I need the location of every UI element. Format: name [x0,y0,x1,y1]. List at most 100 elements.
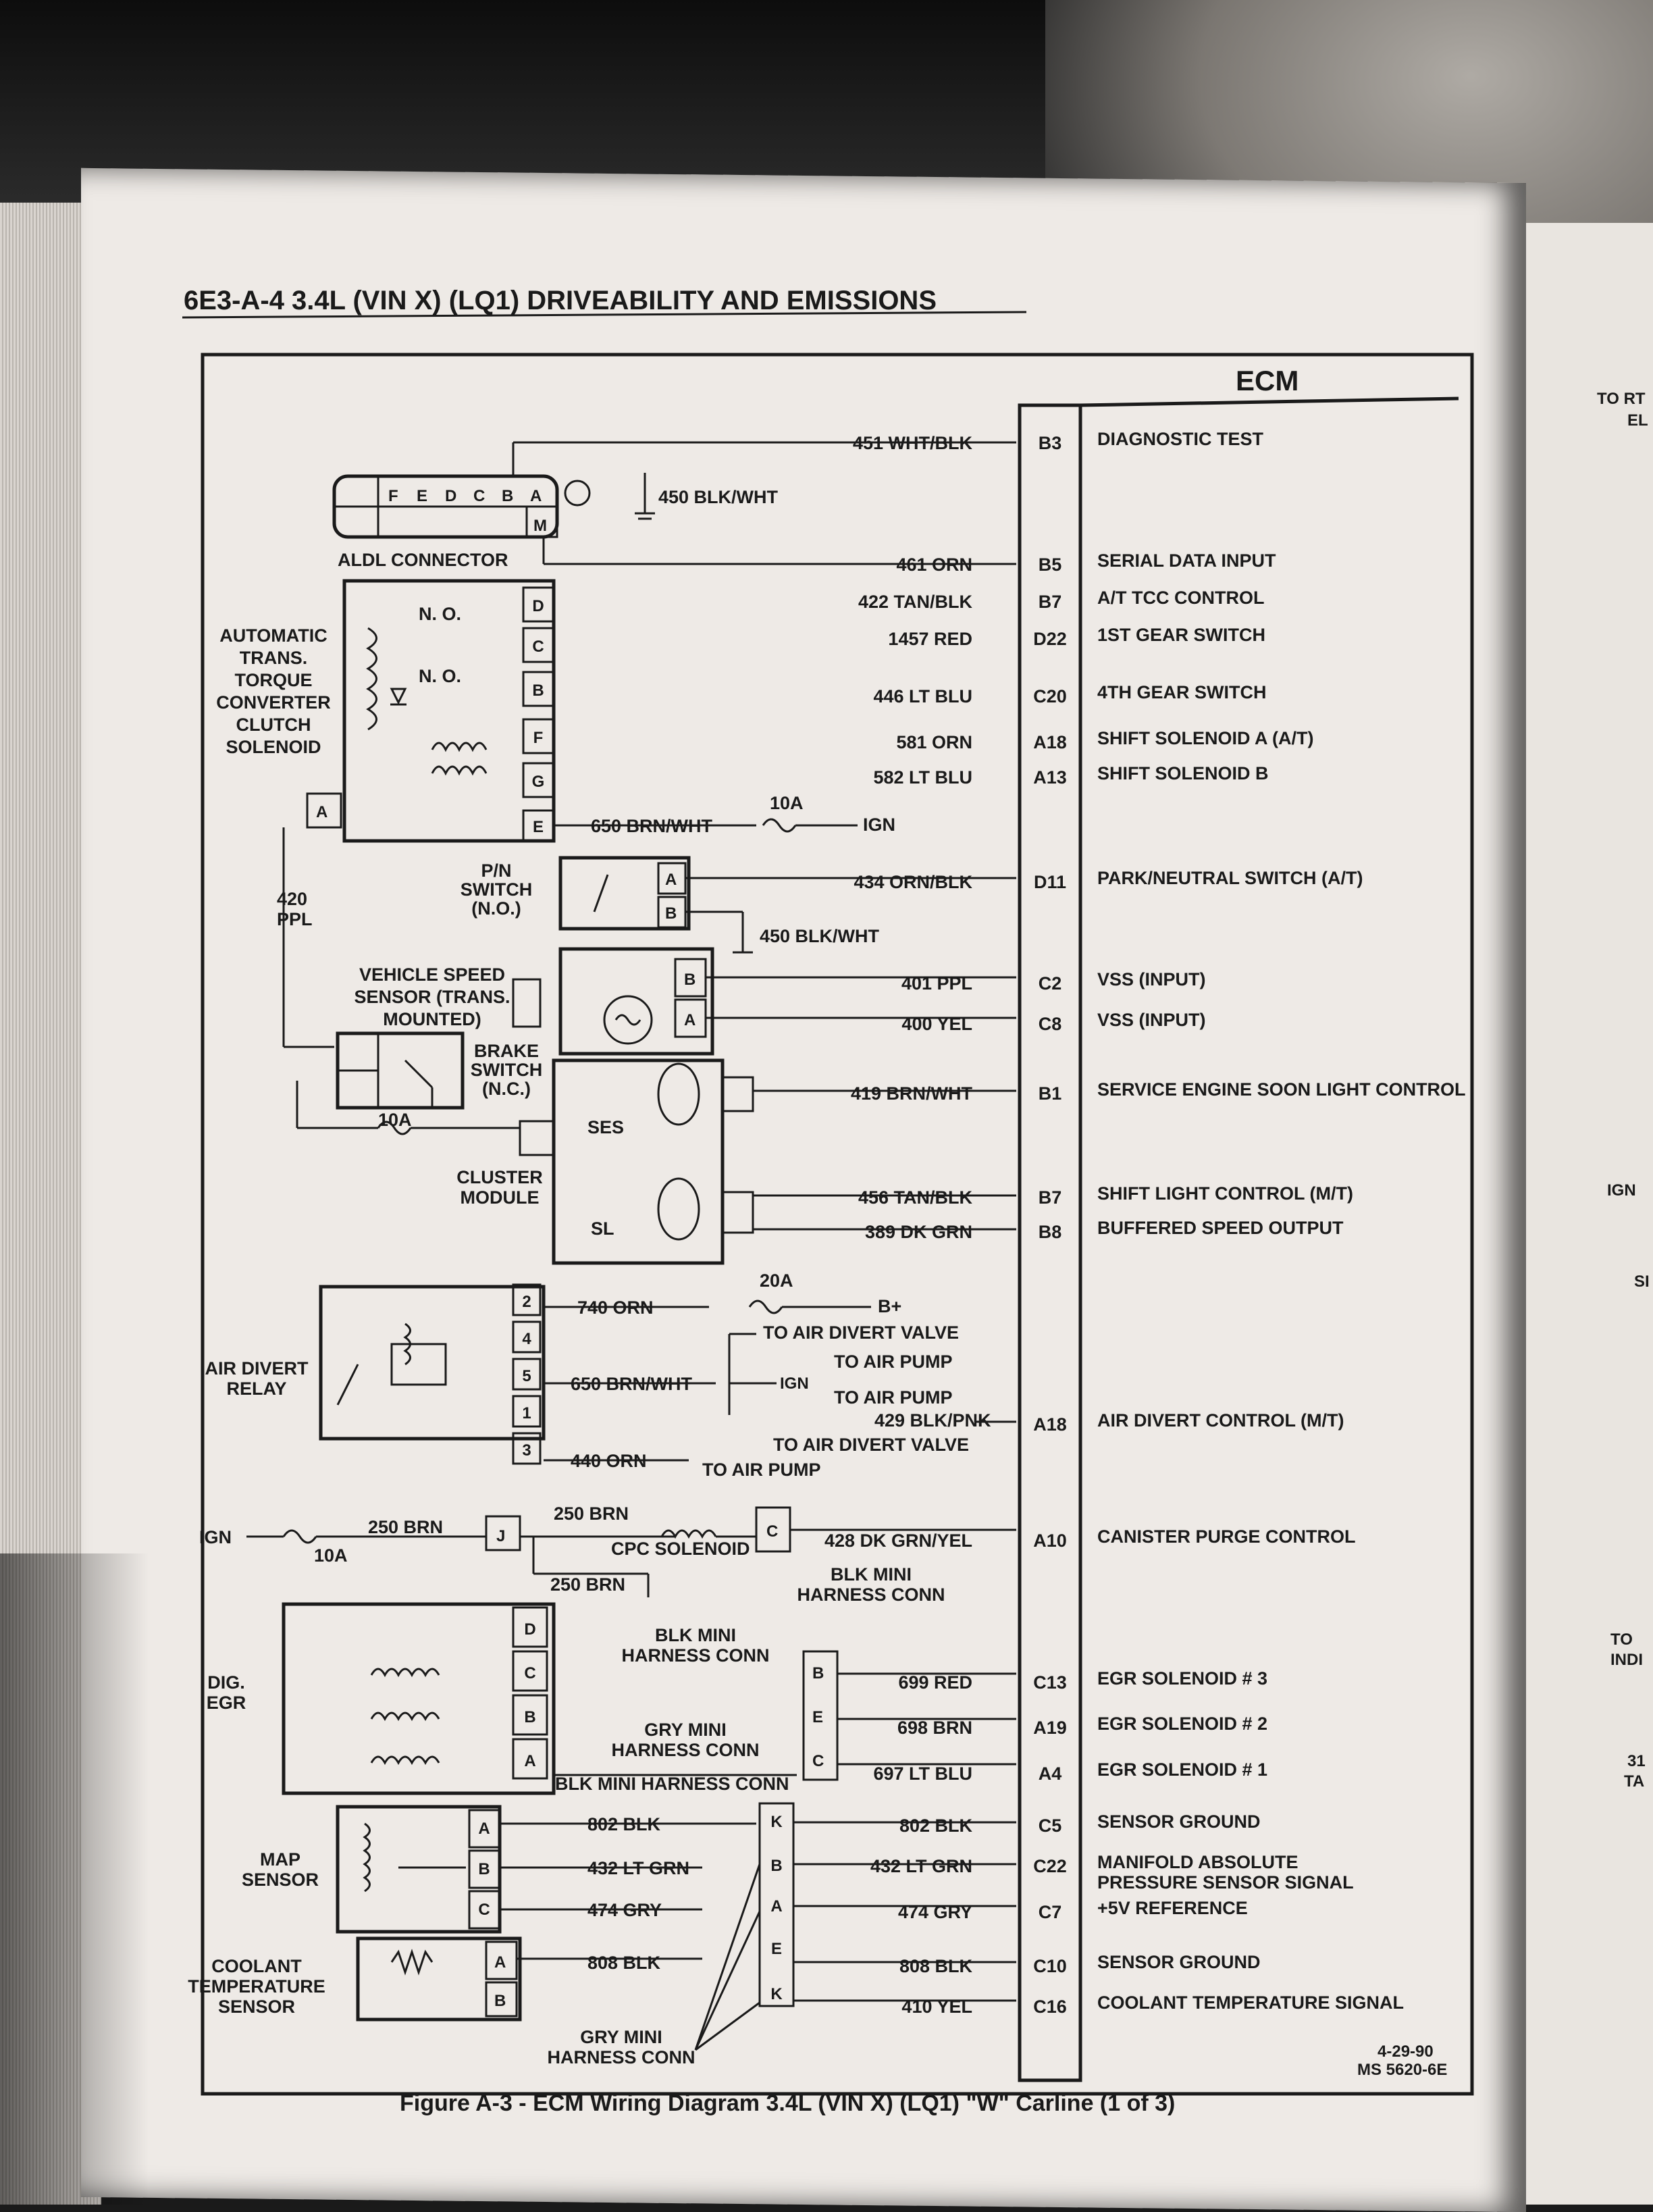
relay-pin-4: 3 [522,1441,531,1460]
relay-pin-2: 5 [522,1367,531,1385]
vss-pin-b: B [684,971,696,989]
coolant-label-0: COOLANT [211,1956,302,1976]
wire-420: 420 [277,889,307,909]
ecm-wire-12: 389 DK GRN [865,1222,972,1242]
relay-label-0: AIR DIVERT [205,1358,309,1379]
ecm-pin-16: A19 [1033,1718,1067,1738]
egr-pin-2: B [524,1708,535,1726]
ecm-func-14: CANISTER PURGE CONTROL [1097,1526,1356,1547]
ecm-pin-1: B5 [1039,555,1062,575]
ecm-func-12: BUFFERED SPEED OUTPUT [1097,1218,1344,1238]
ecm-wire-14: 428 DK GRN/YEL [824,1531,972,1551]
conn-c: C [812,1752,824,1770]
wire-650a: 650 BRN/WHT [591,816,713,836]
relay-label-1: RELAY [226,1379,286,1399]
auto-trans-label-3: CONVERTER [216,692,331,713]
ecm-wire-17: 697 LT BLU [873,1764,972,1784]
ecm-func-22: COOLANT TEMPERATURE SIGNAL [1097,1992,1404,2013]
egr-pin-box [512,1650,548,1692]
ecm-func-13: AIR DIVERT CONTROL (M/T) [1097,1410,1344,1431]
aldl-pin-f: F [388,487,398,505]
auto-trans-label: AUTOMATICTRANS.TORQUECONVERTERCLUTCHSOLE… [216,625,331,757]
facing-text-2: IGN [1607,1181,1636,1200]
brake-switch: 10A [296,1031,520,1135]
egr-pin-3: A [524,1752,535,1770]
ecm-pin-20: C7 [1039,1902,1062,1922]
egr-pin-0: D [524,1620,535,1639]
trans-pin-5: E [533,818,544,836]
cluster-label-0: CLUSTER [456,1167,543,1187]
vss-sensor: B A [512,947,1016,1056]
ecm-wire-18: 802 BLK [899,1816,973,1836]
ecm-wire-10: 419 BRN/WHT [851,1083,973,1104]
ecm-wire-15: 699 RED [898,1672,972,1693]
fuse-10a-d: 10A [770,793,804,813]
diagram-frame [201,353,1474,2096]
pn-pin-a: A [665,871,677,889]
cpc-label: CPC SOLENOID [611,1539,750,1559]
map-wire-1: 432 LT GRN [587,1858,689,1878]
pn-label-2: (N.O.) [471,898,521,919]
to-air-pump-2: TO AIR PUMP [834,1387,953,1408]
blk-mini-3-label: BLK MINI HARNESS CONN [555,1774,789,1794]
relay-pin-1: 4 [522,1330,531,1348]
doc-date: 4-29-90 [1378,2042,1434,2061]
ecm-pin-5: A18 [1033,732,1067,752]
figure-caption: Figure A-3 - ECM Wiring Diagram 3.4L (VI… [400,2090,1175,2116]
to-air-pump-1: TO AIR PUMP [834,1352,953,1372]
ecm-wire-19: 432 LT GRN [870,1856,972,1876]
pn-switch: A B 450 BLK/WHT [558,856,1016,954]
trans-pin-3: F [533,729,544,747]
ecm-pin-18: C5 [1039,1816,1062,1836]
facing-text-7: TA [1624,1772,1644,1791]
kbaek-pin-2: A [770,1897,782,1915]
dig-egr-0: DIG. [207,1672,245,1693]
relay-pin-box [512,1320,542,1354]
ecm-pin-10: B1 [1039,1083,1062,1104]
kbaek-pin-3: E [771,1940,782,1958]
aldl-pin-e: E [417,487,427,505]
ign-left: IGN [199,1527,232,1547]
wire-440: 440 ORN [571,1451,647,1471]
ecm-wire-2: 422 TAN/BLK [858,592,973,612]
to-air-pump-3: TO AIR PUMP [702,1460,821,1480]
cluster-label-1: MODULE [461,1187,540,1208]
brake-label-0: BRAKE [474,1041,539,1061]
wire-250b: 250 BRN [554,1503,629,1524]
cool-wire: 808 BLK [587,1953,661,1973]
facing-text-6: 31 [1627,1752,1646,1770]
aldl-pin-d: D [445,487,456,505]
wire-250a: 250 BRN [368,1517,443,1537]
b-plus-label: B+ [878,1296,901,1316]
ses-label: SES [587,1117,624,1137]
ecm-func-4: 4TH GEAR SWITCH [1097,682,1267,702]
wire-420-color: PPL [277,909,313,929]
relay-pin-0: 2 [522,1293,531,1311]
ecm-func-20: +5V REFERENCE [1097,1898,1248,1918]
blk-mini2-0: BLK MINI [655,1625,736,1645]
gry-mini1-0: GRY MINI [644,1720,727,1740]
kbaek-pin-1: B [770,1857,782,1875]
trans-pin-1: C [532,638,544,656]
trans-pin-2: B [532,681,544,700]
no-switch-1: N. O. [419,604,461,624]
blk-mini1-0: BLK MINI [831,1564,912,1585]
egr-pin-1: C [524,1664,535,1682]
j-connector: J [496,1527,505,1545]
ecm-wire-6: 582 LT BLU [873,767,972,788]
ecm-pin-17: A4 [1039,1764,1062,1784]
map-pin-1: B [478,1860,490,1878]
cluster-module: SES SL [519,1058,1016,1265]
to-air-divert-2: TO AIR DIVERT VALVE [773,1435,969,1455]
aldl-pin-m: M [533,517,547,535]
